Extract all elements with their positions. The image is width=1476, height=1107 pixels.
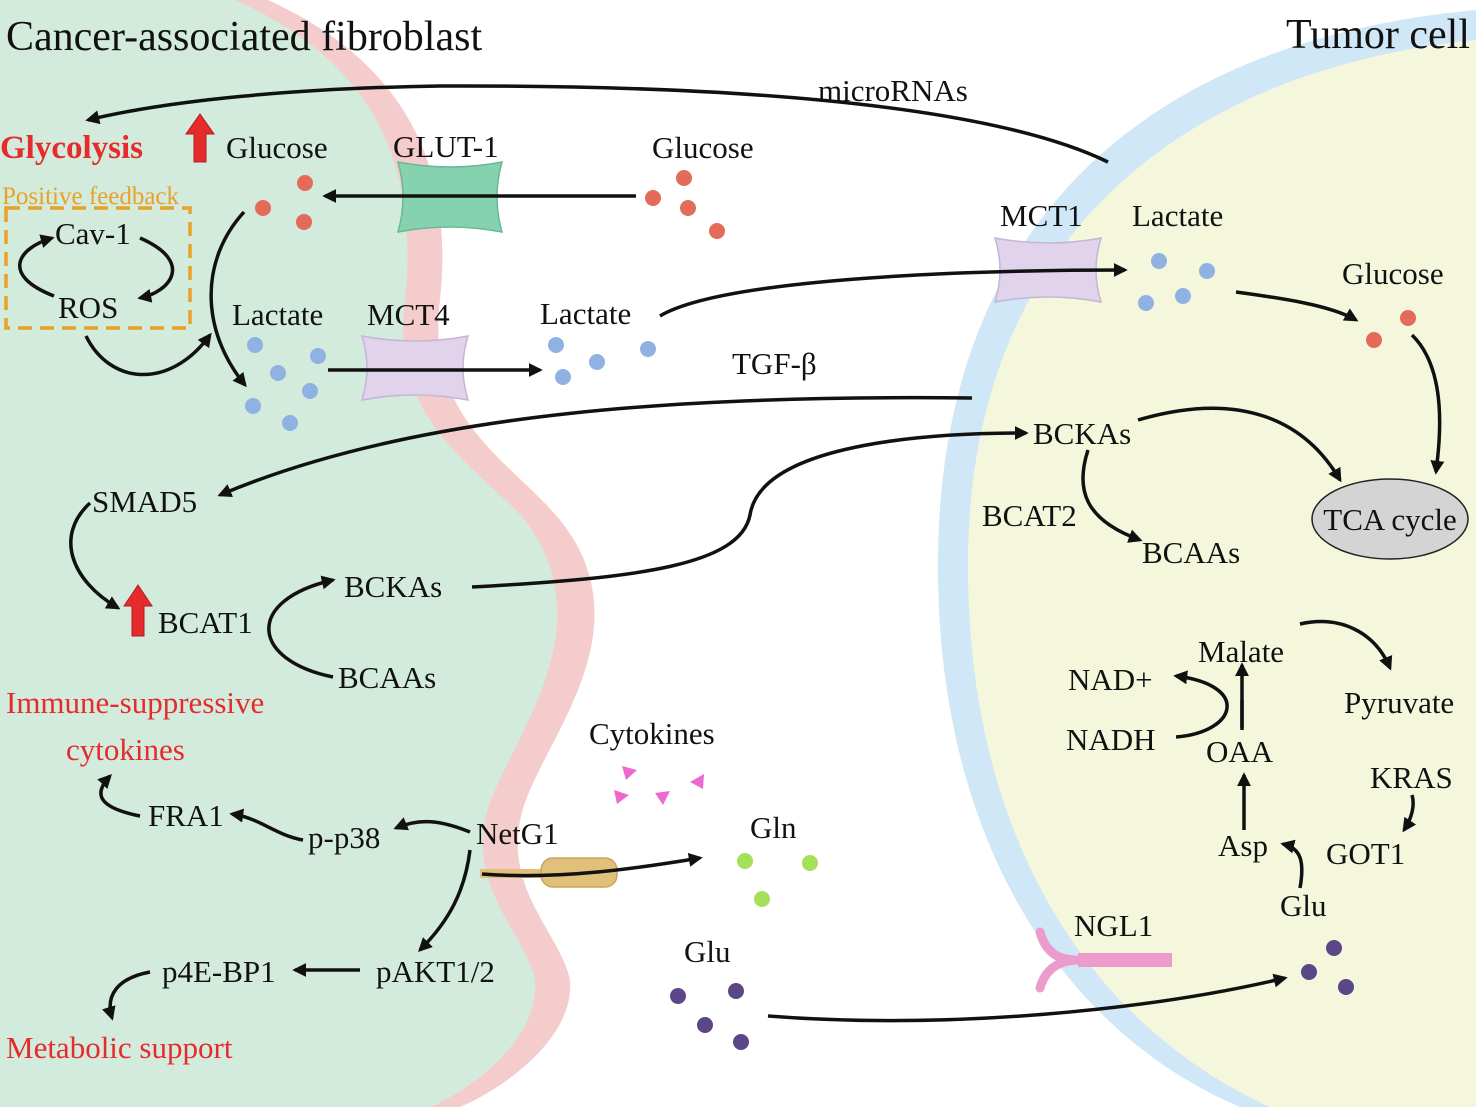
- arrow-tumor-lactate-to-glucose: [1235, 290, 1359, 322]
- caf-bcaas-label: BCAAs: [338, 660, 436, 695]
- mct4-label: MCT4: [367, 297, 450, 332]
- tca-cycle-node: [1311, 478, 1469, 560]
- positive-feedback-box: [4, 206, 192, 330]
- tumor-glu-dots: [1301, 940, 1354, 995]
- arrow-bckas-caf-to-tumor: [471, 426, 1029, 589]
- arrow-fra1-to-cytokines: [97, 773, 141, 818]
- microrna-label: microRNAs: [818, 73, 968, 108]
- tumor-glucose-dots: [1366, 310, 1416, 348]
- extracellular-lactate-dots: [548, 337, 656, 385]
- tumor-title: Tumor cell: [1286, 12, 1470, 58]
- cytokine-triangles: [614, 766, 704, 805]
- tumor-glucose-label: Glucose: [1342, 256, 1444, 291]
- extracellular-glu-label: Glu: [684, 934, 731, 969]
- arrow-pp38-to-fra1: [229, 808, 304, 842]
- gln-label: Gln: [750, 810, 797, 845]
- ngl1-receptor-icon: [1035, 927, 1172, 993]
- tca-cycle-label: TCA cycle: [1323, 502, 1456, 537]
- up-arrow-glycolysis-icon: [185, 113, 215, 163]
- caf-bckas-label: BCKAs: [344, 569, 442, 604]
- caf-title: Cancer-associated fibroblast: [6, 14, 482, 60]
- cav1-label: Cav-1: [55, 216, 131, 251]
- caf-glucose-dots: [255, 175, 313, 230]
- mct4-transporter-icon: [360, 335, 470, 401]
- arrow-nadh-to-nadplus: [1173, 670, 1229, 739]
- smad5-label: SMAD5: [92, 484, 197, 519]
- tumor-lactate-dots: [1138, 253, 1215, 311]
- arrow-netg1-to-pp38: [393, 817, 471, 834]
- glut1-label: GLUT-1: [393, 129, 499, 164]
- tumor-bcaas-label: BCAAs: [1142, 535, 1240, 570]
- p4ebp1-label: p4E-BP1: [162, 954, 276, 989]
- arrow-glu-to-asp: [1280, 839, 1304, 889]
- extracellular-glu-dots: [670, 983, 749, 1050]
- arrow-lactate-to-mct1: [659, 263, 1128, 318]
- nadh-label: NADH: [1066, 722, 1156, 757]
- pyruvate-label: Pyruvate: [1344, 685, 1454, 720]
- up-arrow-bcat1-icon: [123, 584, 153, 637]
- arrow-netg1-to-pakt: [418, 849, 472, 952]
- got1-label: GOT1: [1326, 836, 1405, 871]
- asp-label: Asp: [1218, 828, 1268, 863]
- arrow-microrna-to-glycolysis: [85, 84, 1109, 164]
- arrow-tgfb-to-smad5: [217, 395, 973, 498]
- glycolysis-label: Glycolysis: [0, 130, 143, 166]
- gln-dots: [737, 853, 818, 907]
- arrow-ros-to-glycolysis: [84, 332, 212, 377]
- bcat2-label: BCAT2: [982, 498, 1077, 533]
- caf-lactate-dots: [245, 337, 326, 431]
- tgfb-label: TGF-β: [732, 346, 817, 381]
- pp38-label: p-p38: [308, 820, 380, 855]
- extracellular-glucose-label: Glucose: [652, 130, 754, 165]
- arrow-cav1-to-ros: [137, 236, 175, 303]
- caf-cytoplasm: [0, 0, 558, 1107]
- arrow-glucose-to-lactate: [209, 210, 247, 388]
- immune-cytokines-label: cytokines: [66, 732, 185, 767]
- arrow-bckas-to-bcaas-tumor: [1081, 449, 1143, 543]
- arrow-ros-to-cav1: [18, 234, 55, 298]
- immune-suppressive-label: Immune-suppressive: [6, 685, 264, 720]
- tumor-glu-label: Glu: [1280, 888, 1327, 923]
- tumor-cytoplasm: [967, 40, 1476, 1107]
- positive-feedback-label: Positive feedback: [2, 183, 180, 210]
- arrow-p4ebp1-to-metabolic: [102, 970, 151, 1021]
- tumor-bckas-label: BCKAs: [1033, 416, 1131, 451]
- malate-label: Malate: [1198, 634, 1284, 669]
- tumor-lactate-label: Lactate: [1132, 198, 1223, 233]
- nadplus-label: NAD+: [1068, 662, 1153, 697]
- arrow-glucose-to-tca: [1410, 333, 1445, 475]
- bcat1-label: BCAT1: [158, 605, 253, 640]
- arrow-bcaas-to-bckas-caf: [267, 575, 336, 679]
- pakt-label: pAKT1/2: [376, 954, 495, 989]
- kras-label: KRAS: [1370, 760, 1453, 795]
- extracellular-glucose-dots: [645, 170, 725, 239]
- arrow-bckas-to-tca: [1137, 406, 1342, 483]
- arrow-malate-to-pyruvate: [1299, 619, 1393, 671]
- mct1-label: MCT1: [1000, 198, 1083, 233]
- ros-label: ROS: [58, 290, 118, 325]
- extracellular-lactate-label: Lactate: [540, 296, 631, 331]
- caf-lactate-label: Lactate: [232, 297, 323, 332]
- caf-glucose-label: Glucose: [226, 130, 328, 165]
- ngl1-label: NGL1: [1074, 908, 1153, 943]
- metabolic-support-label: Metabolic support: [6, 1030, 233, 1065]
- arrow-kras-to-got1: [1402, 794, 1417, 833]
- netg1-label: NetG1: [476, 816, 559, 851]
- arrow-smad5-to-bcat1: [69, 501, 121, 610]
- oaa-label: OAA: [1206, 734, 1274, 769]
- fra1-label: FRA1: [148, 798, 224, 833]
- arrow-glu-to-tumor: [767, 973, 1288, 1023]
- cytokines-label: Cytokines: [589, 716, 715, 751]
- arrow-netg1-to-gln: [481, 852, 703, 878]
